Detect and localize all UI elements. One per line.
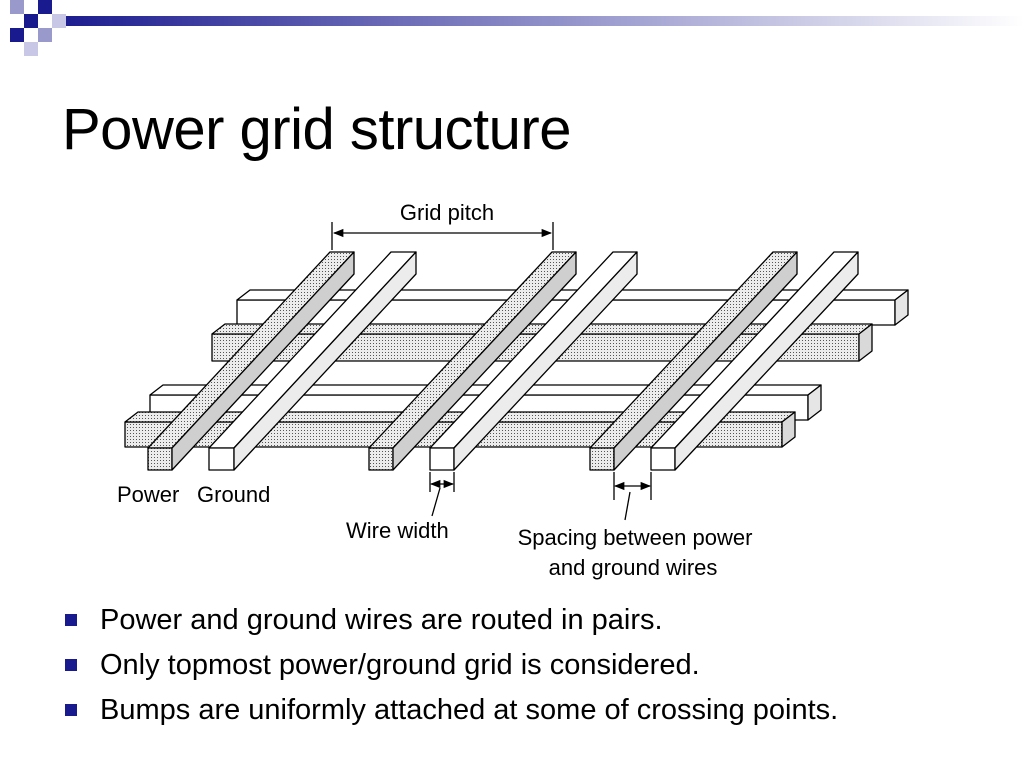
power-wire: [589, 251, 798, 471]
bullet-list: Power and ground wires are routed in pai…: [62, 598, 838, 733]
power-grid-diagram: Grid pitch Power Ground Wire width Spaci…: [117, 200, 909, 580]
bullet-item: Power and ground wires are routed in pai…: [62, 598, 838, 643]
ground-label: Ground: [197, 482, 270, 507]
wire-width-dimension: [429, 472, 455, 517]
deco-square: [38, 28, 52, 42]
deco-square: [24, 14, 38, 28]
deco-square: [38, 0, 52, 14]
spacing-dimension: [613, 472, 652, 521]
power-label: Power: [117, 482, 179, 507]
bullet-text: Power and ground wires are routed in pai…: [100, 604, 663, 636]
grid-pitch-label: Grid pitch: [400, 200, 494, 225]
spacing-label-line2: and ground wires: [549, 555, 718, 580]
header-gradient-bar: [52, 16, 1024, 26]
bullet-item: Bumps are uniformly attached at some of …: [62, 688, 838, 733]
power-wire: [368, 251, 577, 471]
deco-square: [10, 0, 24, 14]
deco-square: [10, 28, 24, 42]
deco-square: [24, 42, 38, 56]
bullet-square-icon: [65, 659, 77, 671]
grid-pitch-dimension: [331, 222, 554, 250]
ground-wire: [650, 251, 859, 471]
ground-wire: [208, 251, 417, 471]
deco-square: [52, 14, 66, 28]
bullet-square-icon: [65, 704, 77, 716]
bullet-square-icon: [65, 614, 77, 626]
bullet-text: Bumps are uniformly attached at some of …: [100, 694, 839, 726]
ground-wire: [429, 251, 638, 471]
bullet-text: Only topmost power/ground grid is consid…: [100, 649, 700, 681]
header-decoration: [10, 0, 1024, 56]
power-wire: [147, 251, 355, 471]
wire-width-label: Wire width: [346, 518, 449, 543]
bullet-item: Only topmost power/ground grid is consid…: [62, 643, 838, 688]
page-title: Power grid structure: [62, 97, 571, 162]
spacing-label-line1: Spacing between power: [518, 525, 753, 550]
